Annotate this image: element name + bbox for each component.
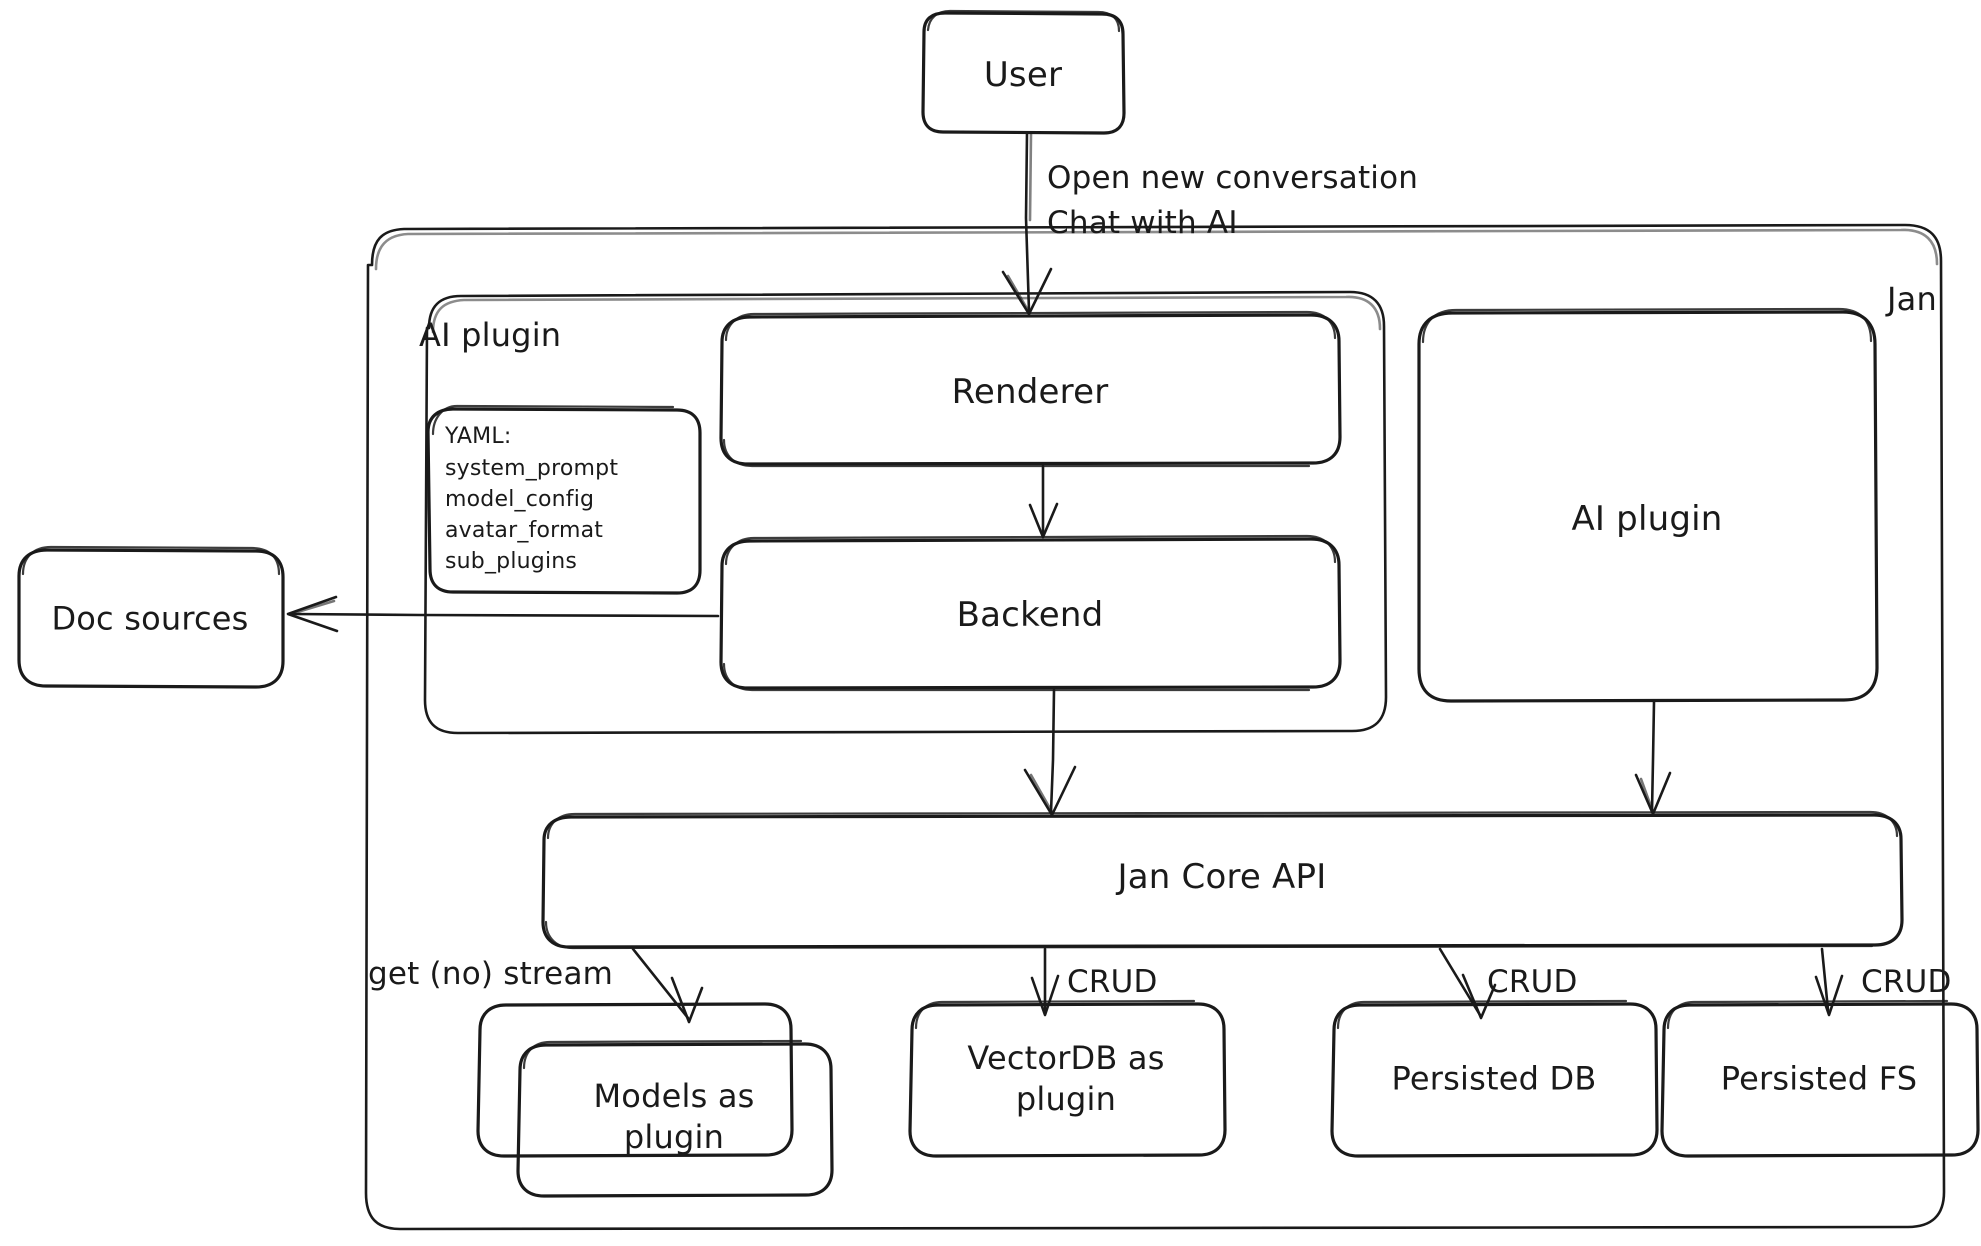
node-doc-sources-label: Doc sources [51,599,249,638]
edge-core-api-to-vectordb [1030,947,1060,1017]
edge-label-crud-persisted-fs: CRUD [1861,964,1952,1000]
node-vectordb-as-plugin-label: VectorDB as plugin [967,1039,1165,1118]
node-user-label: User [983,55,1063,96]
node-models-as-plugin[interactable] [476,1002,834,1198]
yaml-note-line-avatar-format: avatar_format [445,518,604,543]
node-models-as-plugin-label: Models as plugin [593,1077,755,1156]
node-renderer-label: Renderer [951,372,1109,413]
yaml-note-header: YAML: [445,424,512,449]
node-persisted-db[interactable] [1330,999,1659,1158]
node-yaml-note[interactable] [426,404,702,595]
node-user[interactable] [921,9,1126,135]
node-jan-core-api[interactable] [541,810,1904,950]
edge-label-chat-with-ai: Chat with AI [1047,205,1238,241]
yaml-note-line-model-config: model_config [445,487,595,512]
edge-label-open-new-conversation: Open new conversation [1047,160,1419,196]
edge-backend-to-core-api [1023,688,1077,817]
node-jan-core-api-label: Jan Core API [1117,857,1327,898]
edge-core-api-to-models [631,947,704,1024]
node-backend[interactable] [719,534,1342,692]
node-persisted-db-label: Persisted DB [1391,1059,1597,1098]
node-ai-plugin-right-label: AI plugin [1571,499,1723,540]
edge-user-to-renderer [1001,131,1053,316]
group-jan-label: Jan [1887,280,1937,318]
node-persisted-fs[interactable] [1660,999,1980,1158]
yaml-note-line-sub-plugins: sub_plugins [445,549,578,574]
yaml-note-line-system-prompt: system_prompt [445,456,619,481]
group-ai-plugin-label: AI plugin [419,316,562,354]
edge-core-api-to-persisted-fs [1814,947,1844,1017]
edge-ai-plugin-to-core-api [1634,700,1672,816]
group-jan-container [364,223,1946,1231]
node-backend-label: Backend [956,595,1104,636]
edge-label-get-no-stream: get (no) stream [368,956,614,992]
group-ai-plugin-container [423,290,1388,735]
edge-label-crud-persisted-db: CRUD [1487,964,1578,1000]
node-doc-sources[interactable] [17,545,285,689]
edge-renderer-to-backend [1028,464,1059,539]
edge-label-crud-vectordb: CRUD [1067,964,1158,1000]
node-vectordb-as-plugin[interactable] [908,999,1227,1158]
node-persisted-fs-label: Persisted FS [1720,1059,1918,1098]
edge-backend-to-doc-sources [286,595,720,633]
edge-core-api-to-persisted-db [1438,947,1497,1020]
node-ai-plugin-right[interactable] [1417,307,1879,703]
